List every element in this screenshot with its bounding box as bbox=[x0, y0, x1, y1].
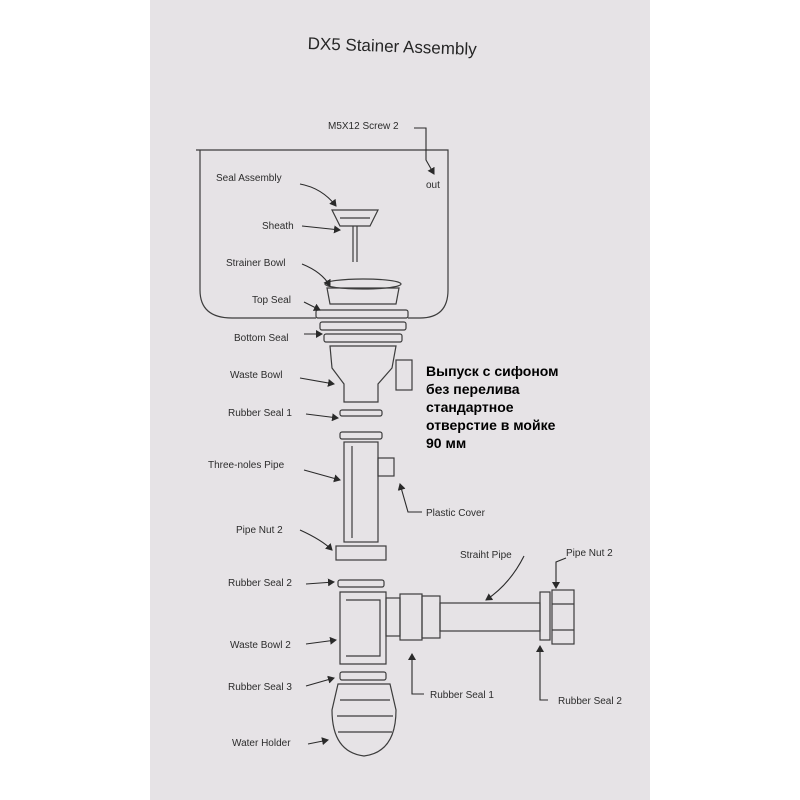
bottom-seal-part bbox=[319, 321, 407, 343]
label-strainer-bowl: Strainer Bowl bbox=[226, 258, 285, 269]
straight-pipe-part bbox=[421, 591, 551, 641]
label-bottom-seal: Bottom Seal bbox=[234, 333, 288, 344]
caption-line: 90 мм bbox=[426, 435, 467, 451]
rubber-seal-2-part bbox=[337, 579, 385, 588]
seal-assembly-part bbox=[331, 209, 379, 227]
waste-bowl-2-part bbox=[339, 591, 423, 665]
rubber-seal-3-part bbox=[339, 671, 387, 681]
label-sheath: Sheath bbox=[262, 221, 294, 232]
label-waste-bowl: Waste Bowl bbox=[230, 370, 282, 381]
label-rubber-seal-2: Rubber Seal 2 bbox=[228, 578, 292, 589]
caption-line: без перелива bbox=[426, 381, 520, 397]
label-out: out bbox=[426, 180, 440, 191]
arrow-top-seal bbox=[303, 301, 321, 311]
caption-line: отверстие в мойке bbox=[426, 417, 556, 433]
three-holes-pipe-part bbox=[343, 441, 395, 543]
label-rubber-seal-2-right: Rubber Seal 2 bbox=[558, 696, 622, 707]
arrow-straight-pipe bbox=[485, 555, 525, 601]
label-waste-bowl-2: Waste Bowl 2 bbox=[230, 640, 291, 651]
arrow-three-holes-pipe bbox=[303, 469, 341, 483]
arrow-rubber-seal-1 bbox=[305, 413, 339, 422]
arrow-strainer-bowl bbox=[301, 263, 331, 287]
sink-basin bbox=[196, 149, 449, 319]
label-water-holder: Water Holder bbox=[232, 738, 291, 749]
label-pipe-nut-2: Pipe Nut 2 bbox=[236, 525, 283, 536]
label-pipe-nut-2-right: Pipe Nut 2 bbox=[566, 548, 613, 559]
label-seal-assembly: Seal Assembly bbox=[216, 173, 282, 184]
arrow-rubber-seal-1-bottom bbox=[408, 653, 424, 695]
water-holder-part bbox=[331, 683, 397, 757]
caption-line: Выпуск с сифоном bbox=[426, 363, 559, 379]
top-seal-part bbox=[315, 309, 409, 319]
sheath-part bbox=[352, 226, 358, 262]
label-rubber-seal-1: Rubber Seal 1 bbox=[228, 408, 292, 419]
arrow-plastic-cover bbox=[397, 483, 422, 513]
label-screw: M5X12 Screw 2 bbox=[328, 121, 399, 132]
arrow-rubber-seal-3 bbox=[305, 675, 335, 687]
label-plastic-cover: Plastic Cover bbox=[426, 508, 486, 519]
arrow-water-holder bbox=[307, 737, 329, 746]
instruction-sheet bbox=[150, 0, 650, 800]
arrow-pipe-nut-2 bbox=[299, 529, 333, 551]
arrow-sheath bbox=[301, 225, 341, 234]
arrow-waste-bowl-2 bbox=[305, 636, 337, 645]
label-three-holes-pipe: Three-noles Pipe bbox=[208, 460, 285, 471]
arrow-waste-bowl bbox=[299, 377, 335, 387]
diagram-title: DX5 Stainer Assembly bbox=[307, 34, 477, 59]
pipe-nut-2-part bbox=[335, 545, 387, 561]
label-rubber-seal-3: Rubber Seal 3 bbox=[228, 682, 292, 693]
strainer-bowl-part bbox=[324, 278, 402, 305]
caption-line: стандартное bbox=[426, 399, 514, 415]
rubber-seal-1-part bbox=[339, 409, 383, 440]
waste-bowl-part bbox=[329, 345, 413, 403]
arrow-screw bbox=[414, 127, 435, 175]
label-rubber-seal-1-bottom: Rubber Seal 1 bbox=[430, 690, 494, 701]
pipe-nut-2-right-part bbox=[551, 589, 575, 645]
arrow-rubber-seal-2 bbox=[305, 578, 335, 587]
label-top-seal: Top Seal bbox=[252, 295, 291, 306]
russian-caption: Выпуск с сифоном без перелива стандартно… bbox=[426, 362, 602, 452]
arrow-seal-assembly bbox=[299, 183, 337, 207]
arrow-rubber-seal-2-right bbox=[536, 645, 548, 701]
arrow-pipe-nut-2-right bbox=[552, 557, 567, 589]
label-straight-pipe: Straiht Pipe bbox=[460, 550, 512, 561]
